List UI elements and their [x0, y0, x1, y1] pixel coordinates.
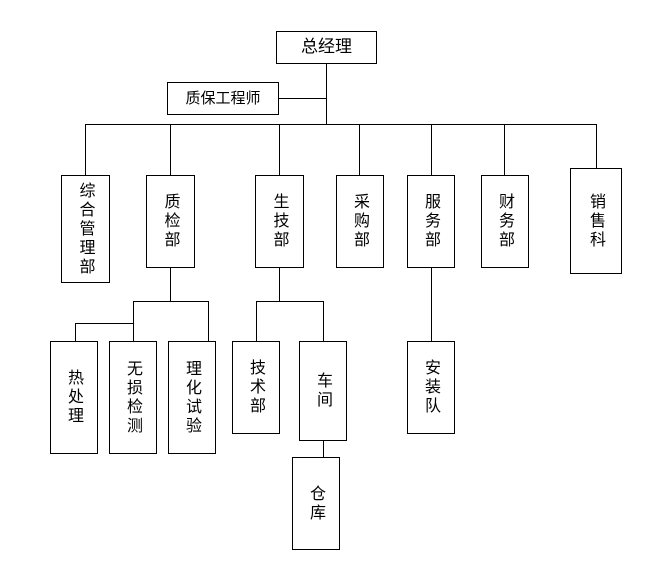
node-technology-department-label: 技术部 [247, 359, 266, 416]
node-purchasing[interactable]: 采购部 [336, 175, 384, 268]
edge-to-technology-department [256, 301, 257, 341]
edge-to-workshop [323, 301, 324, 341]
node-comprehensive-management[interactable]: 综合管理部 [61, 175, 110, 283]
edge-bus-to-purchasing [359, 124, 360, 175]
node-quality-inspection[interactable]: 质检部 [146, 175, 195, 268]
edge-bus-to-comprehensive-management [85, 124, 86, 175]
edge-bus-to-finance [504, 124, 505, 175]
node-sales[interactable]: 销售科 [570, 168, 622, 274]
edge-to-nondestructive-testing [133, 323, 134, 341]
edge-service-to-installation-team [431, 268, 432, 341]
edge-quality-inspection-stem [170, 268, 171, 301]
node-nondestructive-testing[interactable]: 无损检测 [109, 341, 157, 454]
node-production-technology[interactable]: 生技部 [255, 175, 304, 268]
node-qa-engineer-label: 质保工程师 [185, 88, 261, 107]
node-production-technology-label: 生技部 [270, 193, 290, 250]
edge-to-heat-treatment [75, 323, 76, 341]
node-service[interactable]: 服务部 [407, 175, 455, 268]
node-sales-label: 销售科 [587, 192, 606, 250]
node-nondestructive-testing-label: 无损检测 [124, 359, 143, 436]
edge-qa-to-gm-stem [279, 98, 327, 99]
node-service-label: 服务部 [422, 193, 441, 250]
edge-production-technology-stem [279, 268, 280, 301]
node-quality-inspection-label: 质检部 [161, 193, 181, 250]
node-heat-treatment-label: 热处理 [65, 369, 84, 426]
node-workshop-label: 车间 [314, 372, 333, 410]
node-general-manager[interactable]: 总经理 [276, 31, 377, 64]
edge-qi-bus-left-drop [133, 301, 134, 323]
node-finance[interactable]: 财务部 [481, 175, 529, 268]
edge-to-physical-chemical-test [208, 301, 209, 341]
node-warehouse[interactable]: 仓库 [292, 457, 340, 550]
edge-bus-to-production-technology [279, 124, 280, 175]
node-general-manager-label: 总经理 [301, 37, 352, 58]
node-workshop[interactable]: 车间 [299, 341, 347, 441]
node-heat-treatment[interactable]: 热处理 [50, 341, 98, 454]
edge-main-bus [85, 124, 597, 125]
edge-bus-to-quality-inspection [170, 124, 171, 175]
node-physical-chemical-test[interactable]: 理化试验 [168, 341, 216, 454]
node-installation-team[interactable]: 安装队 [407, 341, 455, 434]
node-installation-team-label: 安装队 [422, 359, 441, 416]
node-technology-department[interactable]: 技术部 [232, 341, 280, 434]
node-physical-chemical-test-label: 理化试验 [183, 359, 202, 436]
edge-bus-to-sales [596, 124, 597, 175]
edge-quality-inspection-lower-bus [75, 323, 134, 324]
node-purchasing-label: 采购部 [351, 193, 370, 250]
node-qa-engineer[interactable]: 质保工程师 [167, 82, 279, 115]
node-finance-label: 财务部 [496, 193, 515, 250]
node-warehouse-label: 仓库 [307, 484, 326, 523]
edge-quality-inspection-bus [133, 301, 208, 302]
edge-gm-to-bus [326, 64, 327, 125]
edge-workshop-to-warehouse [323, 441, 324, 458]
node-comprehensive-management-label: 综合管理部 [76, 181, 96, 277]
edge-production-technology-bus [256, 301, 324, 302]
edge-bus-to-service [431, 124, 432, 175]
